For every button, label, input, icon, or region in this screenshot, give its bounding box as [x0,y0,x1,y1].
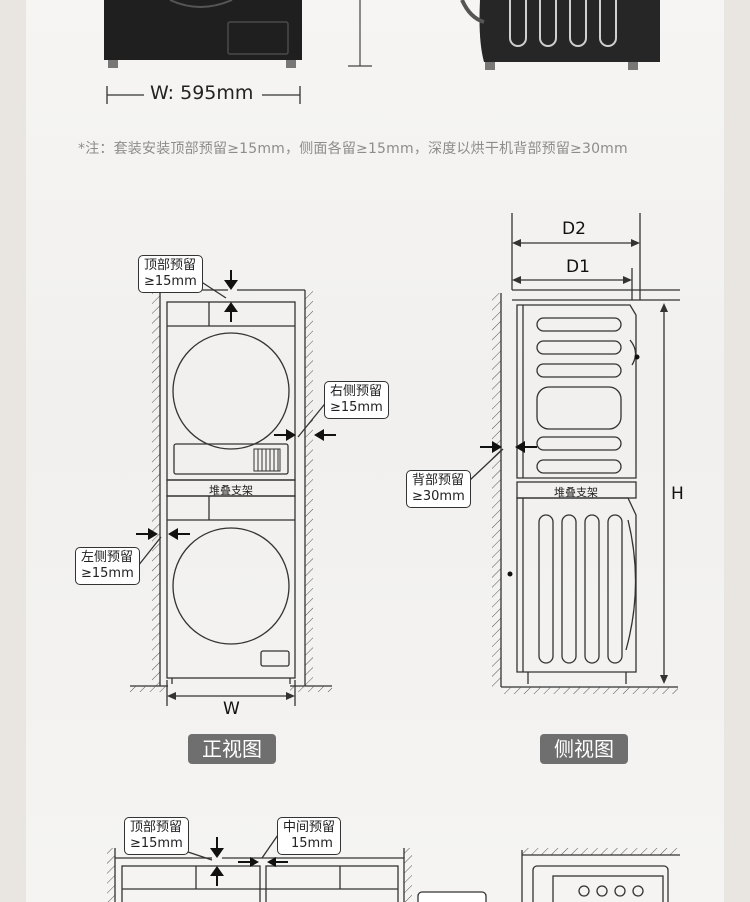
middle-clearance-title: 中间预留 [283,820,336,835]
side-depth-d1-label: D1 [566,257,590,277]
side-view-title: 侧视图 [540,734,628,764]
width-dimension-label: W: 595mm [150,82,254,104]
right-clearance-value: ≥15mm [330,400,383,415]
side-height-dimension: H [671,484,684,504]
side-stand-label: 堆叠支架 [554,486,598,499]
left-clearance-value: ≥15mm [81,566,134,581]
middle-clearance-callout: 中间预留 15mm [277,817,342,855]
right-clearance-callout: 右侧预留 ≥15mm [324,381,389,419]
bottom-top-clearance-callout: 顶部预留 ≥15mm [124,817,189,855]
right-margin-strip [724,0,750,902]
side-washer [516,497,637,684]
front-view-title: 正视图 [188,734,276,764]
left-margin-strip [0,0,26,902]
top-clearance-value: ≥15mm [144,274,197,289]
back-clearance-value: ≥30mm [412,489,465,504]
bottom-top-clearance-value: ≥15mm [130,836,183,851]
side-depth-d2-label: D2 [562,219,586,239]
right-clearance-title: 右侧预留 [330,384,383,399]
middle-clearance-value: 15mm [291,836,333,851]
left-clearance-title: 左侧预留 [81,550,134,565]
front-appliance-image [104,0,302,60]
left-clearance-callout: 左侧预留 ≥15mm [75,547,140,585]
front-width-dimension: W [223,699,240,719]
top-clearance-callout: 顶部预留 ≥15mm [138,255,203,293]
front-stand-label: 堆叠支架 [209,484,253,497]
bottom-top-clearance-title: 顶部预留 [130,820,183,835]
top-clearance-title: 顶部预留 [144,258,197,273]
installation-note: *注：套装安装顶部预留≥15mm，侧面各留≥15mm，深度以烘干机背部预留≥30… [78,141,628,157]
back-clearance-callout: 背部预留 ≥30mm [406,470,471,508]
top-product-images [104,0,660,104]
back-clearance-title: 背部预留 [412,473,465,488]
front-washer [166,495,296,684]
